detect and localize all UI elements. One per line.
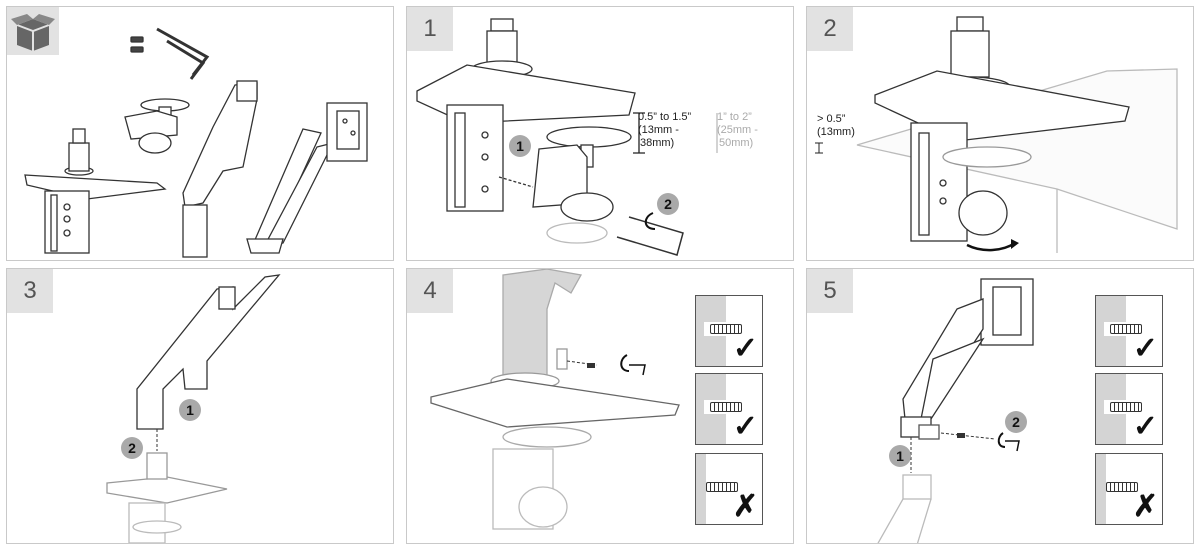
desk-thickness-min: > 0.5” (13mm) <box>817 113 855 138</box>
step-number: 5 <box>807 269 853 313</box>
callout-2: 2 <box>657 193 679 215</box>
step-1-illustration <box>416 18 718 256</box>
parts-illustration <box>24 27 368 258</box>
step-3-illustration <box>106 274 281 543</box>
callout-1: 1 <box>509 135 531 157</box>
package-icon <box>11 14 55 51</box>
box-icon-badge <box>7 7 59 55</box>
step-number: 4 <box>407 269 453 313</box>
step-number: 2 <box>807 7 853 51</box>
step-number: 1 <box>407 7 453 51</box>
thread-check-bad: ✗ <box>1095 453 1163 525</box>
step-5-panel: 5 1 2 ✓ ✓ ✗ <box>806 268 1194 544</box>
step-1-panel: 1 0.5” to 1 <box>406 6 794 261</box>
callout-2: 2 <box>1005 411 1027 433</box>
check-icon: ✓ <box>732 332 758 365</box>
callout-1: 1 <box>179 399 201 421</box>
clamp-range-alt: 1” to 2” (25mm - 50mm) <box>717 111 758 149</box>
thread-check-ok-1: ✓ <box>695 295 763 367</box>
callout-2: 2 <box>121 437 143 459</box>
check-icon: ✓ <box>1132 332 1158 365</box>
step-3-panel: 3 1 2 <box>6 268 394 544</box>
cross-icon: ✗ <box>1132 490 1158 523</box>
parts-panel <box>6 6 394 261</box>
step-4-panel: 4 ✓ ✓ ✗ <box>406 268 794 544</box>
check-icon: ✓ <box>732 410 758 443</box>
clamp-range-imperial: 0.5” to 1.5” (13mm - 38mm) <box>638 111 692 149</box>
callout-1: 1 <box>889 445 911 467</box>
step-number: 3 <box>7 269 53 313</box>
step-5-illustration <box>877 278 1034 543</box>
thread-check-ok-1: ✓ <box>1095 295 1163 367</box>
step-4-illustration <box>430 269 680 530</box>
step-2-illustration <box>815 16 1178 253</box>
thread-check-ok-2: ✓ <box>1095 373 1163 445</box>
thread-check-bad: ✗ <box>695 453 763 525</box>
step-2-panel: 2 > 0.5” (13mm) <box>806 6 1194 261</box>
thread-check-ok-2: ✓ <box>695 373 763 445</box>
cross-icon: ✗ <box>732 490 758 523</box>
check-icon: ✓ <box>1132 410 1158 443</box>
